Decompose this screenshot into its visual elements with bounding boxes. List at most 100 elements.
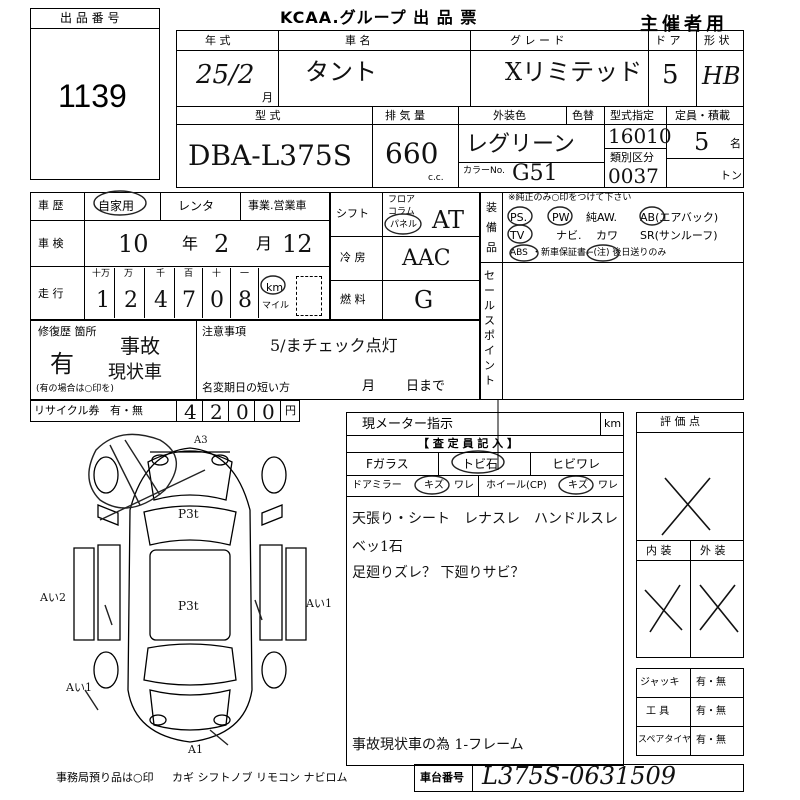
mileage-digit-5: 8 — [238, 288, 252, 313]
equip-row1-pw: PW — [552, 211, 570, 224]
aircon-label: 冷 房 — [340, 251, 366, 264]
accessory-tool-value: 有・無 — [696, 706, 726, 717]
score-value: X — [680, 490, 681, 491]
car-name-value: タント — [305, 58, 377, 86]
chassis-box — [414, 764, 744, 792]
displacement-label: 排 気 量 — [385, 109, 425, 122]
shift-option-floor: フロア — [388, 195, 416, 205]
shift-option-column: コラム — [388, 207, 415, 217]
equipment-note: ※純正のみ○印をつけて下さい — [508, 193, 632, 203]
score-label: 評 価 点 — [660, 415, 700, 428]
sheet-type: 主催者用 — [640, 14, 728, 35]
inspector-title: 【 査 定 員 記 入 】 — [418, 437, 518, 450]
accessory-spare-label: スペアタイヤ — [638, 735, 692, 745]
grade-value: Xリミテッド — [505, 58, 643, 86]
load-unit: トン — [720, 169, 742, 182]
shift-label: シフト — [336, 207, 369, 220]
color-label: 外装色 — [493, 109, 526, 122]
inspector-note-3: 足廻りズレ？ 下廻りサビ？ — [352, 565, 525, 581]
accessories-grid — [636, 668, 744, 756]
equip-row1-aw: 純AW. — [586, 211, 618, 224]
year-value: 25/2 — [196, 60, 255, 90]
inspection-month: 2 — [214, 230, 230, 258]
history-option-business: 事業.営業車 — [248, 199, 307, 212]
exterior-label: 外 装 — [700, 544, 726, 557]
caution-text: 5/まチェック点灯 — [270, 336, 398, 355]
lot-number-box — [30, 8, 160, 180]
mileage-digit-label-5: 一 — [240, 269, 250, 279]
history-option-private: 自家用 — [98, 199, 135, 213]
evaluation-grid — [636, 412, 744, 658]
mileage-unit-mile: マイル — [262, 301, 290, 311]
fglass-label: Fガラス — [366, 457, 409, 471]
recycle-amount-0: 4 — [184, 400, 197, 424]
shift-value: AT — [432, 206, 465, 234]
fuel-value: G — [414, 286, 434, 314]
fuel-label: 燃 料 — [340, 293, 366, 306]
vehicle-info-grid — [176, 30, 744, 188]
equipment-grid — [480, 192, 744, 400]
keys-items: カギ シフトノブ リモコン ナビロム — [172, 771, 348, 784]
capacity-value: 5 — [694, 128, 710, 156]
inspection-month-unit: 月 — [256, 234, 273, 253]
mileage-label: 走 行 — [38, 287, 64, 300]
color-change-label: 色替 — [572, 109, 594, 122]
caution-label: 注意事項 — [202, 325, 246, 338]
short-period-label: 名変期日の短い方 — [202, 381, 290, 394]
capacity-label: 定員・積載 — [675, 109, 730, 122]
history-grid — [30, 192, 330, 320]
equip-row2-sr: SR(サンルーフ) — [640, 229, 718, 242]
equipment-label: 装 備 品 — [486, 201, 497, 254]
repair-handwritten-accident: 事故 — [120, 334, 160, 358]
chassis-value: L375S-0631509 — [482, 762, 677, 790]
exterior-value: X — [715, 600, 716, 601]
recycle-box — [30, 400, 300, 422]
equip-row3-abs: ABS — [510, 248, 528, 258]
inspector-grid — [346, 412, 624, 766]
wheel-label: ホイール(CP) — [486, 480, 547, 491]
form-title: KCAA.グループ 出 品 票 — [280, 8, 478, 27]
type-designation-value: 16010 — [608, 124, 672, 148]
diagram-note-ai1-left: Aい1 — [66, 681, 92, 694]
door-label: ド ア — [655, 34, 681, 47]
inspection-year: 10 — [118, 230, 149, 258]
repair-note: (有の場合は○印を) — [36, 384, 114, 394]
equip-row3-warranty: ・新車保証書←(注) 後日送りのみ — [532, 248, 667, 258]
category-label: 類別区分 — [610, 151, 654, 164]
shape-value: HB — [702, 62, 741, 90]
inspection-year-unit: 年 — [182, 234, 199, 253]
mileage-digit-label-0: 十万 — [92, 269, 111, 279]
mileage-digit-0: 1 — [96, 288, 110, 313]
shift-grid — [330, 192, 480, 320]
repair-value: 有 — [50, 350, 74, 378]
mileage-digit-1: 2 — [124, 288, 138, 313]
interior-label: 内 装 — [646, 544, 672, 557]
recycle-label: リサイクル券 — [34, 404, 100, 417]
mileage-digit-2: 4 — [154, 288, 168, 313]
wheel-scratch: キズ — [568, 480, 588, 491]
car-name-label: 車 名 — [345, 34, 371, 47]
meter-label: 現メーター指示 — [362, 417, 454, 432]
diagram-note-a3: A3 — [194, 435, 208, 446]
repair-grid — [30, 320, 480, 400]
type-designation-label: 型式指定 — [610, 109, 654, 122]
accessory-spare-value: 有・無 — [696, 735, 726, 746]
short-period-day: 日まで — [406, 379, 446, 394]
door-mirror-broken: ワレ — [454, 480, 474, 491]
color-code-value: G51 — [512, 161, 558, 186]
color-code-label: カラーNo. — [463, 166, 505, 176]
shape-label: 形 状 — [704, 34, 730, 47]
year-label: 年 式 — [205, 34, 231, 47]
accessory-tool-label: 工 具 — [646, 706, 670, 717]
inspector-bottom-note: 事故現状車の為 1-フレーム — [352, 737, 524, 753]
accessory-jack-value: 有・無 — [696, 677, 726, 688]
capacity-unit: 名 — [730, 137, 741, 150]
color-value: レグリーン — [466, 132, 575, 157]
inspector-note-2: ベッ1石 — [352, 539, 403, 555]
mileage-unit-km: km — [266, 281, 284, 294]
cc-unit: c.c. — [428, 173, 444, 183]
sales-point-label: セールスポイント — [484, 269, 495, 387]
history-label: 車 歴 — [38, 199, 64, 212]
recycle-amount-1: 2 — [210, 400, 223, 424]
